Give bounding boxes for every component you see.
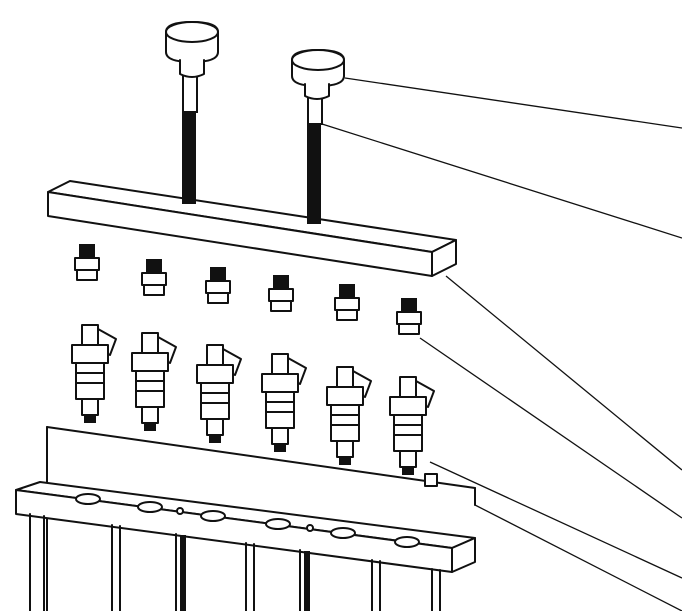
knob-left (165, 21, 219, 78)
adapter-1 (74, 244, 100, 281)
injectors (71, 324, 435, 475)
injector-1 (71, 324, 117, 423)
adapter-2 (141, 259, 167, 296)
leader-bolt (321, 123, 682, 239)
mounting-bar (47, 180, 457, 277)
leader-adapter (419, 337, 682, 519)
leader-mounting-bar (445, 275, 682, 471)
adapter-6 (396, 298, 422, 335)
knob-right (291, 49, 345, 100)
injector-5 (326, 366, 372, 465)
rail-ports (75, 493, 420, 548)
leader-knob (344, 77, 682, 129)
adapter-4 (268, 275, 294, 312)
leader-fuel-rail (474, 504, 682, 611)
injector-6 (389, 376, 435, 475)
bolt-left (182, 69, 198, 204)
injector-4 (261, 353, 307, 452)
fuel-rail (15, 481, 476, 611)
adapter-3 (205, 267, 231, 304)
bolt-right (307, 89, 323, 224)
injector-2 (131, 332, 177, 431)
adapters (74, 244, 422, 335)
bleed-fitting (424, 473, 438, 487)
injector-3 (196, 344, 242, 443)
adapter-5 (334, 284, 360, 321)
leader-injector (429, 461, 682, 579)
leader-lines (321, 77, 682, 611)
